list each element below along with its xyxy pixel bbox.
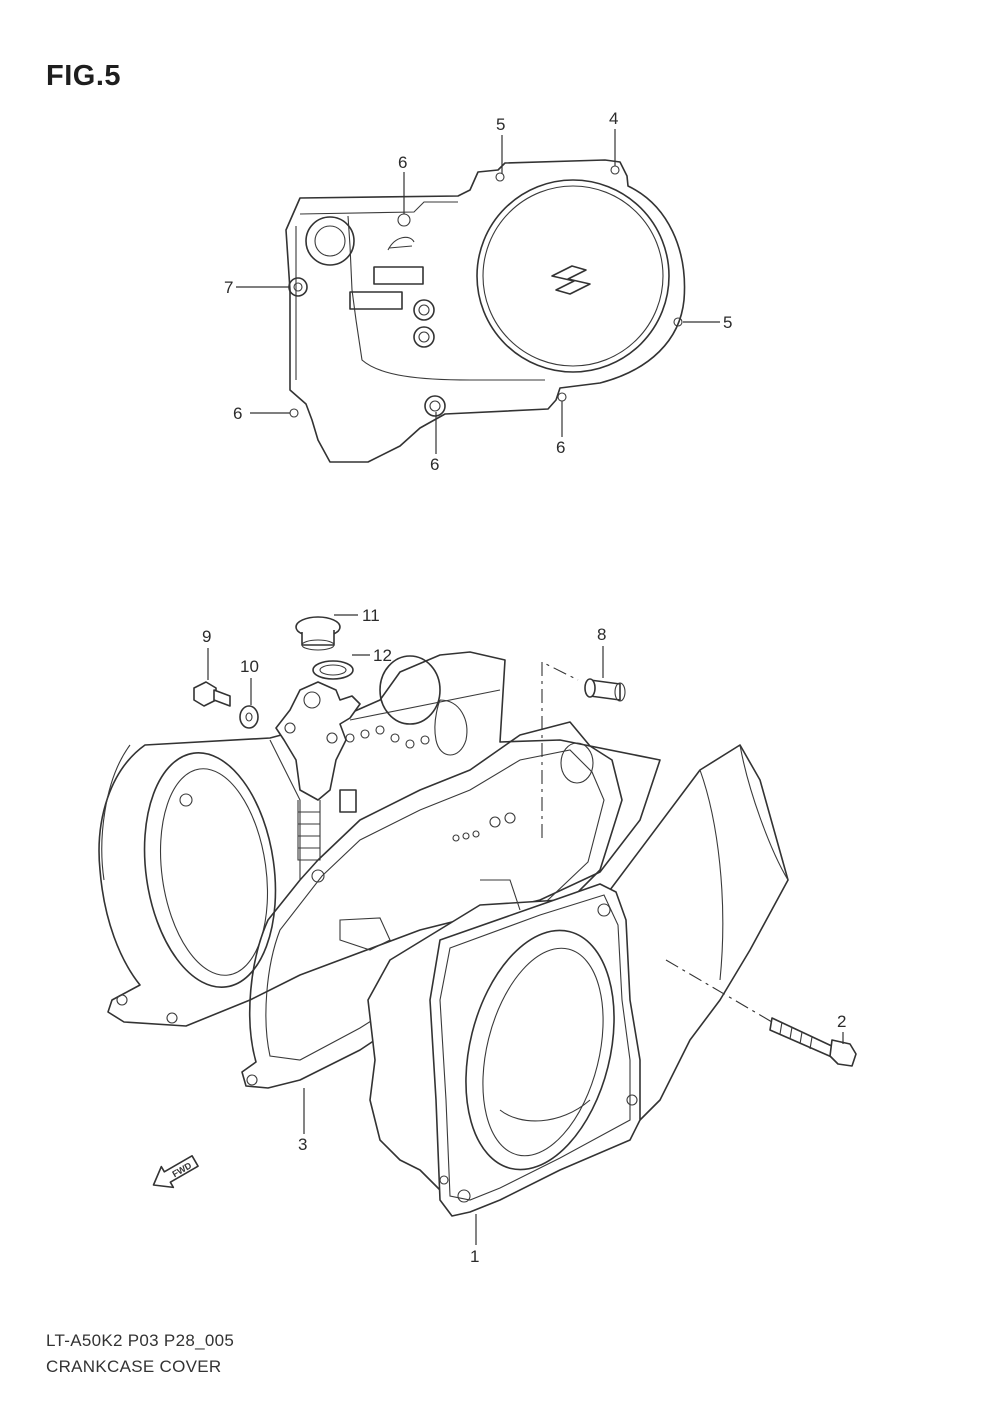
callout-11: 11 <box>362 606 380 625</box>
filler-cap-ring <box>305 216 355 266</box>
callout-9: 9 <box>202 627 211 646</box>
oil-pump-assembly <box>275 681 361 861</box>
crankcase-gasket <box>241 721 623 1089</box>
dowel-pin <box>584 678 626 702</box>
figure-title: FIG.5 <box>46 60 122 92</box>
forward-arrow-icon: FWD <box>152 1155 199 1189</box>
pump-bolt <box>193 681 231 707</box>
front-crankcase-cover <box>367 744 789 1217</box>
diagram-name: CRANKCASE COVER <box>46 1357 222 1376</box>
callout-1: 1 <box>470 1247 479 1266</box>
cover-bolt <box>769 1017 857 1067</box>
o-ring <box>312 660 354 680</box>
callout-3: 3 <box>298 1135 307 1154</box>
outer-crankcase-cover <box>285 159 686 463</box>
callout-6-left: 6 <box>233 404 242 423</box>
cover-plate-lower <box>349 291 403 310</box>
callout-4: 4 <box>609 109 618 128</box>
washer <box>239 705 259 729</box>
magneto-cover-circle <box>476 179 670 373</box>
callout-6-bottom: 6 <box>430 455 439 474</box>
callout-7: 7 <box>224 278 233 297</box>
filler-cap-bolt <box>295 616 341 651</box>
callout-12: 12 <box>373 646 392 665</box>
callout-5-right: 5 <box>723 313 732 332</box>
suzuki-logo <box>551 265 591 295</box>
callout-6-lower-right: 6 <box>556 438 565 457</box>
callout-5-top: 5 <box>496 115 505 134</box>
callout-10: 10 <box>240 657 259 676</box>
cover-plate-upper <box>373 266 424 285</box>
callout-6-upper: 6 <box>398 153 407 172</box>
callout-8: 8 <box>597 625 606 644</box>
inner-crankcase-housing <box>98 651 661 1027</box>
callout-2: 2 <box>837 1012 846 1031</box>
diagram-code: LT-A50K2 P03 P28_005 <box>46 1331 235 1350</box>
